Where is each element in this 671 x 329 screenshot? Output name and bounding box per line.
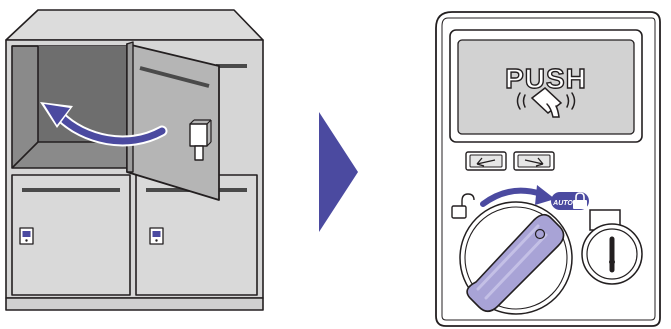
lower-right-lock-panel	[149, 227, 164, 245]
curved-arrow-icon	[40, 102, 168, 147]
next-step-arrow-icon	[319, 112, 358, 232]
auto-lock-badge: AUTO	[551, 192, 589, 210]
rotation-arrow-icon	[480, 185, 555, 207]
lower-left-lock-panel	[19, 227, 34, 245]
cabinet-top	[5, 9, 264, 41]
unlocked-padlock-icon	[451, 193, 475, 219]
panel-push-label: PUSH	[505, 63, 587, 94]
rotary-knob[interactable]	[459, 201, 573, 315]
panel-display-screen	[457, 39, 635, 135]
open-door-slot	[139, 66, 210, 88]
cabinet-base	[5, 297, 264, 311]
nfc-card-icon	[516, 87, 576, 118]
direction-buttons	[465, 151, 555, 171]
auto-badge-label: AUTO	[552, 200, 573, 207]
key-cylinder-icon	[581, 209, 643, 285]
locker-cabinet	[5, 9, 264, 311]
open-door-edge	[126, 41, 134, 173]
locked-padlock-icon	[573, 192, 587, 209]
door-lock-module	[189, 119, 212, 161]
